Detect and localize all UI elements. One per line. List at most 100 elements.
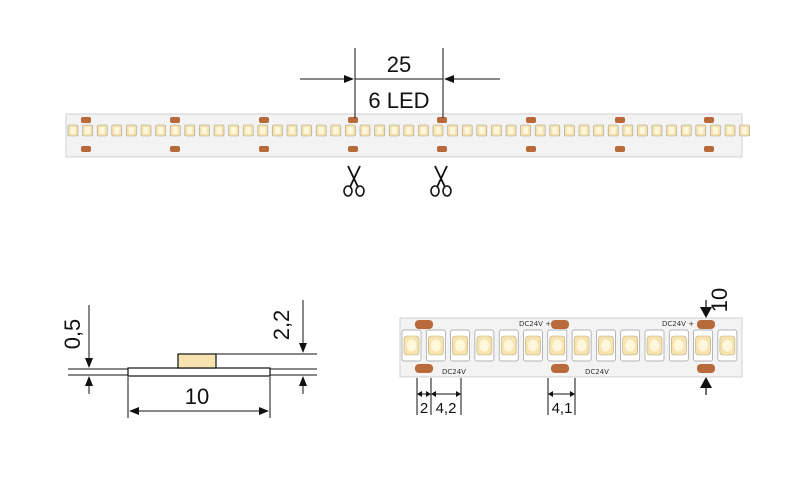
led-chip-center <box>596 127 602 134</box>
led-chip-center <box>216 127 222 134</box>
led-chip-center <box>450 127 456 134</box>
led-chip-center <box>566 127 572 134</box>
thickness-label: 0,5 <box>60 319 85 350</box>
detail-strip-view: DC24V + DC24V + DC24V DC24V 2 4,2 4,1 10 <box>399 288 743 417</box>
led-chip-center <box>600 339 611 352</box>
led-chip-center <box>143 127 149 134</box>
top-strip-pads <box>81 117 714 152</box>
led-chip-center <box>581 127 587 134</box>
height-label: 2,2 <box>269 310 294 341</box>
led-chip-center <box>742 127 748 134</box>
solder-pad <box>526 117 536 123</box>
led-chip-center <box>318 127 324 134</box>
led-chip-center <box>639 127 645 134</box>
led-chip-center <box>576 339 587 352</box>
led-chip-center <box>479 339 490 352</box>
led-chip-center <box>128 127 134 134</box>
solder-pad <box>551 364 569 373</box>
led-chip-center <box>455 339 466 352</box>
solder-pad <box>348 146 358 152</box>
led-chip-center <box>347 127 353 134</box>
led-chip-center <box>727 127 733 134</box>
solder-pad <box>615 117 625 123</box>
led-chip-center <box>722 339 733 352</box>
led-chip-center <box>172 127 178 134</box>
led-chip-center <box>673 339 684 352</box>
solder-pad <box>551 320 569 329</box>
section-width-label: 10 <box>185 384 209 409</box>
led-chip-center <box>260 127 266 134</box>
solder-pad <box>348 117 358 123</box>
led-chip-center <box>304 127 310 134</box>
led-chip-center <box>528 339 538 352</box>
top-strip-leds <box>67 124 750 137</box>
led-chip-center <box>245 127 251 134</box>
detail-strip-pads <box>415 320 715 373</box>
led-chip-center <box>625 127 631 134</box>
led-chip-center <box>70 127 76 134</box>
solder-pad <box>437 146 447 152</box>
led-chip-center <box>683 127 689 134</box>
solder-pad <box>615 146 625 152</box>
led-chip-section <box>177 353 217 369</box>
detail-marking-1: DC24V + <box>519 320 551 328</box>
led-chip-center <box>420 127 426 134</box>
top-strip-view: 25 6 LED <box>65 48 750 197</box>
solder-pad <box>415 320 433 329</box>
led-chip-center <box>231 127 237 134</box>
led-chip-center <box>523 127 529 134</box>
led-chip-center <box>493 127 499 134</box>
led-chip-center <box>406 339 417 352</box>
led-chip-center <box>377 127 383 134</box>
led-chip-center <box>85 127 91 134</box>
solder-pad <box>437 117 447 123</box>
solder-pad <box>259 146 269 152</box>
pitch-led-count-label: 6 LED <box>368 88 429 113</box>
top-strip <box>65 113 750 158</box>
led-chip-center <box>201 127 207 134</box>
led-chip-center <box>391 127 397 134</box>
pad-gap-label: 4,2 <box>436 400 457 417</box>
led-chip-center <box>698 127 704 134</box>
led-chip-center <box>99 127 105 134</box>
led-chip-center <box>654 127 660 134</box>
solder-pad <box>81 146 91 152</box>
detail-strip-leds <box>401 329 738 362</box>
detail-marking-3: DC24V <box>442 368 466 376</box>
pad-width-label: 2 <box>420 400 428 417</box>
led-chip-center <box>669 127 675 134</box>
led-chip-center <box>503 339 514 352</box>
led-chip-center <box>625 339 636 352</box>
solder-pad <box>170 146 180 152</box>
detail-width-label: 10 <box>707 288 732 312</box>
solder-pad <box>170 117 180 123</box>
led-chip-center <box>552 127 558 134</box>
scissors-icon <box>430 165 452 197</box>
pitch-length-label: 25 <box>387 52 411 77</box>
led-chip-center <box>362 127 368 134</box>
led-chip-center <box>114 127 120 134</box>
solder-pad <box>259 117 269 123</box>
led-chip-center <box>406 127 412 134</box>
led-chip-center <box>435 127 441 134</box>
led-chip-center <box>289 127 295 134</box>
led-chip-center <box>464 127 470 134</box>
led-chip-center <box>610 127 616 134</box>
detail-marking-4: DC24V <box>585 368 609 376</box>
detail-marking-2: DC24V + <box>662 320 694 328</box>
led-chip-center <box>552 339 563 352</box>
solder-pad <box>415 364 433 373</box>
led-chip-center <box>187 127 193 134</box>
solder-pad <box>526 146 536 152</box>
led-chip-center <box>158 127 164 134</box>
solder-pad <box>704 146 714 152</box>
led-chip-center <box>430 339 441 352</box>
solder-pad <box>81 117 91 123</box>
strip-pcb-section <box>127 367 271 377</box>
pitch-dimension: 25 6 LED <box>300 48 500 118</box>
led-chip-center <box>333 127 339 134</box>
cross-section-view: 0,5 2,2 10 <box>60 300 317 418</box>
led-chip-center <box>508 127 514 134</box>
